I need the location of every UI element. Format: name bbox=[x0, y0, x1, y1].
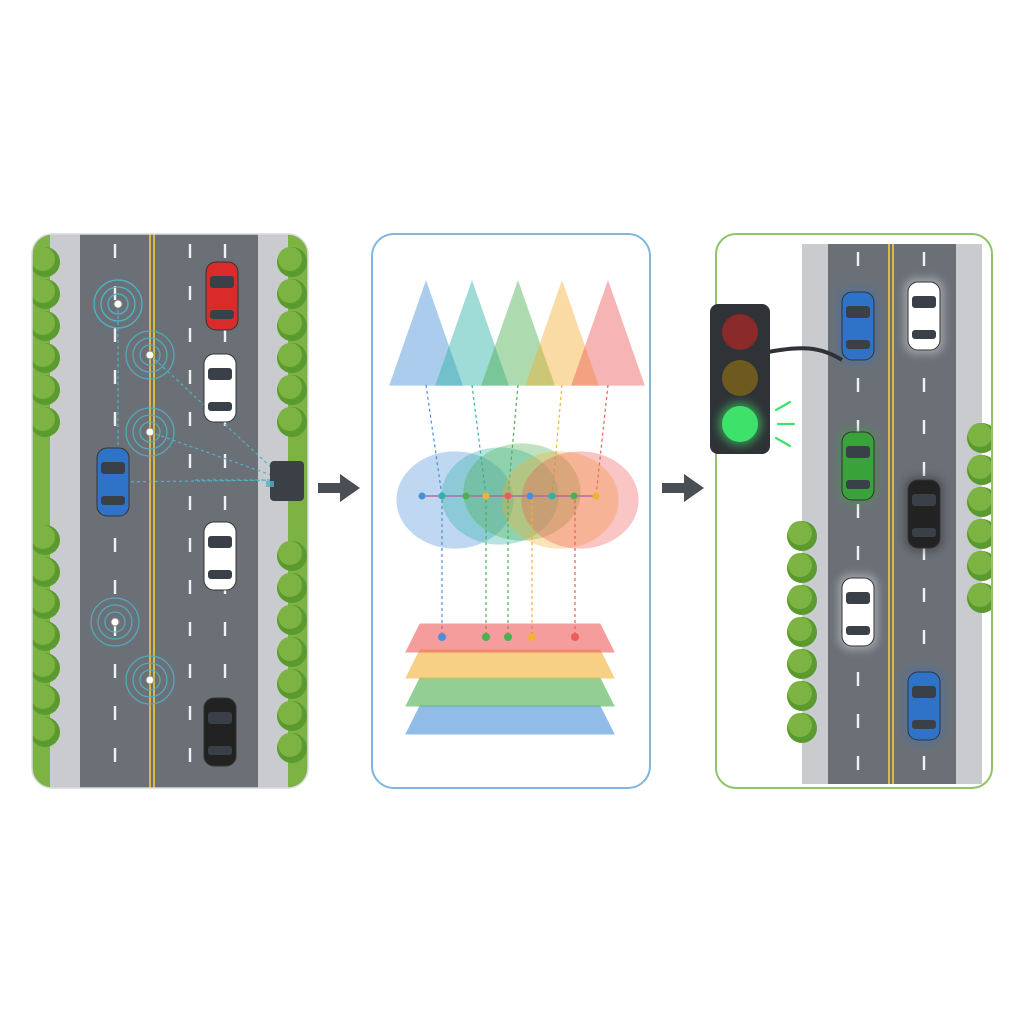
bush-left-bottom-0 bbox=[32, 525, 60, 555]
panel3-bush-left-2 bbox=[787, 585, 817, 615]
vehicle-3 bbox=[203, 521, 237, 591]
bush-left-bottom-5 bbox=[32, 685, 60, 715]
bush-right-bottom-0 bbox=[277, 541, 307, 571]
fusion-node-5 bbox=[526, 492, 534, 500]
bush-right-bottom-5 bbox=[277, 701, 307, 731]
road-sensor-icon-4 bbox=[125, 655, 175, 705]
bush-right-top-3 bbox=[277, 343, 307, 373]
panel3-bush-left-4 bbox=[787, 649, 817, 679]
bush-left-top-0 bbox=[32, 247, 60, 277]
bush-right-top-2 bbox=[277, 311, 307, 341]
bush-left-bottom-3 bbox=[32, 621, 60, 651]
bush-left-bottom-2 bbox=[32, 589, 60, 619]
plane-node-3 bbox=[528, 633, 536, 641]
fusion-node-7 bbox=[570, 492, 578, 500]
signal-active-rays-icon bbox=[774, 400, 796, 448]
bush-right-top-0 bbox=[277, 247, 307, 277]
panel3-bush-left-3 bbox=[787, 617, 817, 647]
panel3-vehicle-0 bbox=[841, 291, 875, 361]
bush-left-bottom-1 bbox=[32, 557, 60, 587]
fusion-ellipse-3 bbox=[501, 451, 619, 549]
panel3-bush-left-0 bbox=[787, 521, 817, 551]
panel3-vehicle-3 bbox=[907, 479, 941, 549]
panel-sensing-road bbox=[31, 233, 309, 789]
panel3-bush-right-0 bbox=[967, 423, 992, 453]
feature-triangle-4 bbox=[571, 280, 645, 386]
flow-arrow-1 bbox=[318, 474, 360, 502]
panel-data-fusion bbox=[371, 233, 651, 789]
vehicle-0 bbox=[205, 261, 239, 331]
panel3-bush-right-4 bbox=[967, 551, 992, 581]
signal-cable bbox=[767, 346, 844, 362]
panel3-bush-left-5 bbox=[787, 681, 817, 711]
fusion-node-8 bbox=[592, 492, 600, 500]
bush-right-bottom-3 bbox=[277, 637, 307, 667]
road-sensor-icon-3 bbox=[90, 597, 140, 647]
panel3-vehicle-1 bbox=[907, 281, 941, 351]
fusion-node-2 bbox=[462, 492, 470, 500]
fusion-node-3 bbox=[482, 492, 490, 500]
fusion-node-1 bbox=[438, 492, 446, 500]
bush-left-top-4 bbox=[32, 375, 60, 405]
flow-arrow-2 bbox=[662, 474, 704, 502]
feature-triangle-0 bbox=[389, 280, 463, 386]
panel3-bush-right-1 bbox=[967, 455, 992, 485]
bush-left-top-5 bbox=[32, 407, 60, 437]
fusion-ellipse-2 bbox=[463, 443, 581, 541]
feature-triangle-3 bbox=[525, 280, 599, 386]
vehicle-1 bbox=[203, 353, 237, 423]
panel3-bush-right-5 bbox=[967, 583, 992, 613]
bush-left-top-2 bbox=[32, 311, 60, 341]
bush-right-bottom-2 bbox=[277, 605, 307, 635]
bush-right-top-1 bbox=[277, 279, 307, 309]
output-layer-plane-0 bbox=[405, 705, 615, 735]
fusion-connector-lines bbox=[425, 384, 609, 497]
fusion-node-4 bbox=[504, 492, 512, 500]
bush-right-top-5 bbox=[277, 407, 307, 437]
fusion-node-6 bbox=[548, 492, 556, 500]
lane-marking-right-a bbox=[188, 244, 192, 762]
feature-triangle-2 bbox=[481, 280, 555, 386]
panel3-bush-left-1 bbox=[787, 553, 817, 583]
vehicle-4 bbox=[203, 697, 237, 767]
traffic-light-icon bbox=[710, 304, 770, 454]
fusion-node-0 bbox=[418, 492, 426, 500]
plane-node-0 bbox=[438, 633, 446, 641]
panel3-bush-right-2 bbox=[967, 487, 992, 517]
fusion-ellipse-0 bbox=[396, 451, 514, 549]
road-sensor-icon-1 bbox=[125, 330, 175, 380]
fusion-ellipse-4 bbox=[521, 451, 639, 549]
plane-node-2 bbox=[504, 633, 512, 641]
panel3-bush-left-6 bbox=[787, 713, 817, 743]
panel3-vehicle-4 bbox=[841, 577, 875, 647]
road-sensor-icon-5 bbox=[93, 279, 143, 329]
panel-signal-control bbox=[710, 233, 993, 789]
signal-red-lamp bbox=[722, 314, 758, 350]
roadside-sensor-box-icon bbox=[266, 461, 304, 501]
bush-right-top-4 bbox=[277, 375, 307, 405]
output-layer-plane-1 bbox=[405, 677, 615, 707]
bush-left-top-1 bbox=[32, 279, 60, 309]
output-layer-plane-2 bbox=[405, 649, 615, 679]
signal-yellow-lamp bbox=[722, 360, 758, 396]
bush-left-top-3 bbox=[32, 343, 60, 373]
plane-node-4 bbox=[571, 633, 579, 641]
bush-right-bottom-6 bbox=[277, 733, 307, 763]
road-sensor-icon-2 bbox=[125, 407, 175, 457]
bush-right-bottom-1 bbox=[277, 573, 307, 603]
bush-left-bottom-6 bbox=[32, 717, 60, 747]
bush-left-bottom-4 bbox=[32, 653, 60, 683]
panel3-vehicle-2 bbox=[841, 431, 875, 501]
plane-node-1 bbox=[482, 633, 490, 641]
vehicle-2 bbox=[96, 447, 130, 517]
feature-triangle-1 bbox=[435, 280, 509, 386]
panel3-vehicle-5 bbox=[907, 671, 941, 741]
panel3-bush-right-3 bbox=[967, 519, 992, 549]
bush-right-bottom-4 bbox=[277, 669, 307, 699]
signal-green-lamp bbox=[722, 406, 758, 442]
